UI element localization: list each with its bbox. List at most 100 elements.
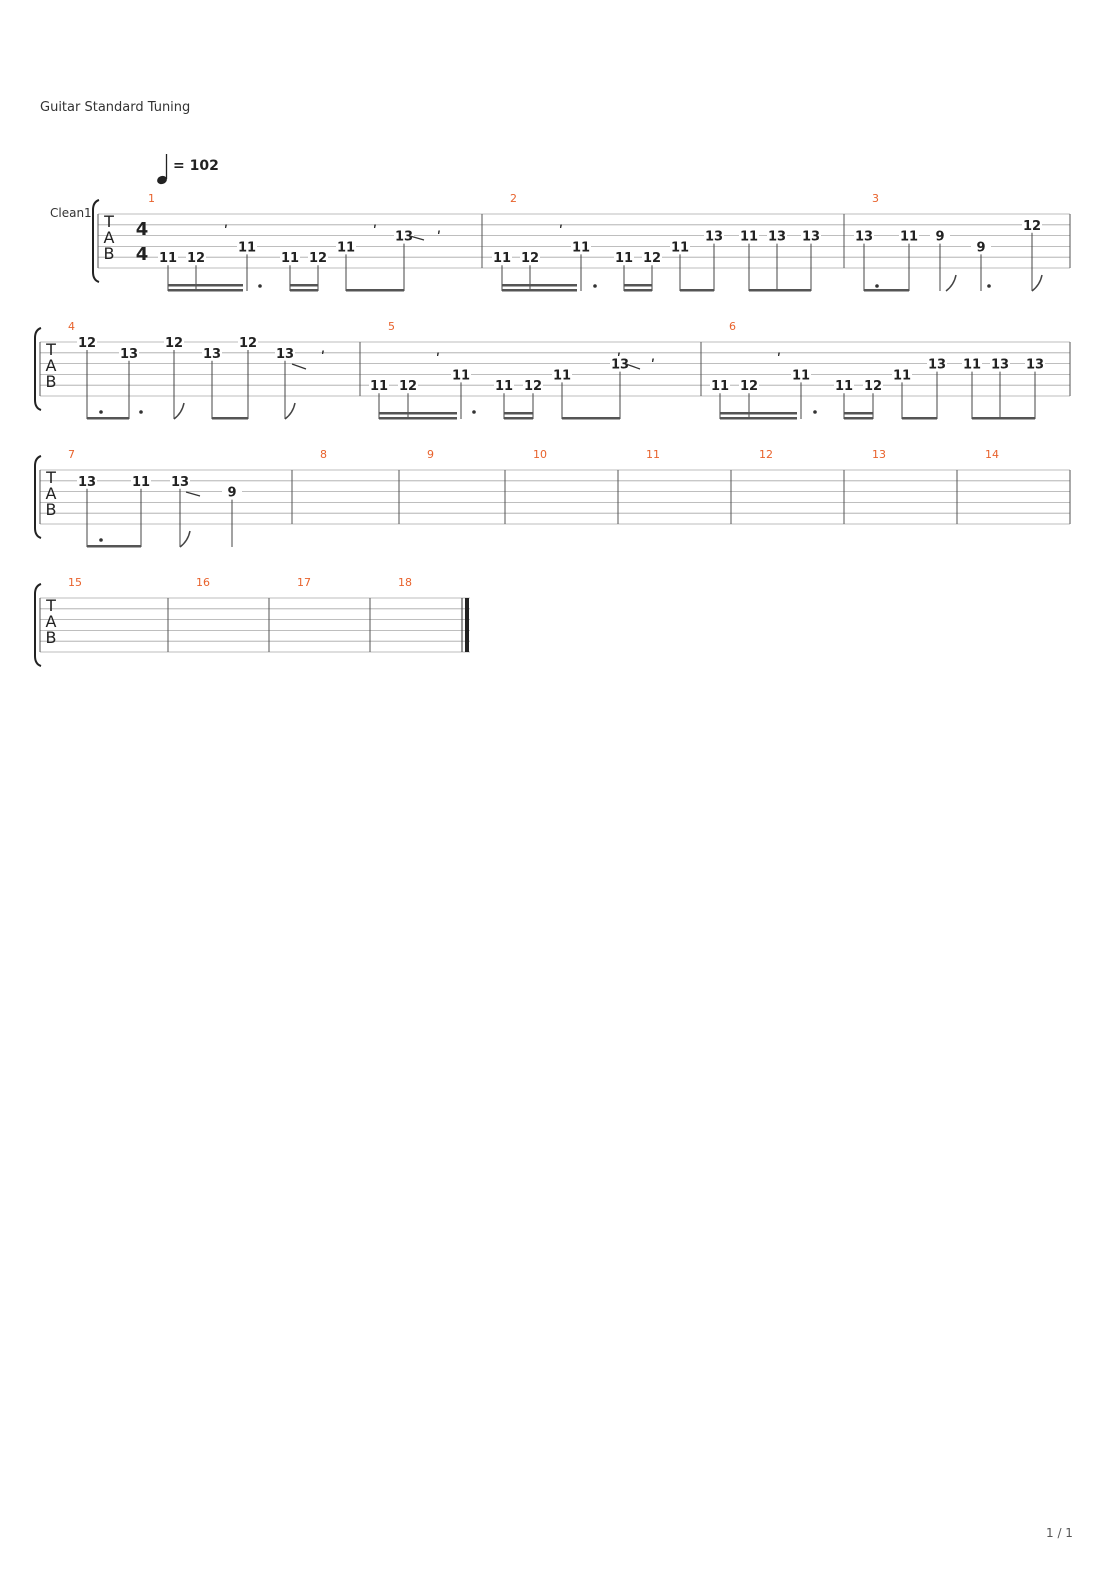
- fret-background: [704, 228, 724, 242]
- fret-number: 12: [239, 336, 257, 351]
- fret-number: 13: [120, 347, 138, 362]
- measure-number: 14: [985, 448, 999, 461]
- fret-number: 11: [132, 475, 150, 490]
- fret-background: [791, 367, 811, 381]
- measure-number: 15: [68, 576, 82, 589]
- fret-number: 13: [855, 230, 873, 245]
- rest-symbol: ʹ: [436, 352, 440, 368]
- fret-number: 13: [395, 230, 413, 245]
- fret-background: [930, 228, 950, 242]
- fret-background: [369, 378, 389, 392]
- fret-background: [834, 378, 854, 392]
- fret-background: [238, 335, 258, 348]
- fret-background: [863, 378, 883, 392]
- measure-number: 8: [320, 448, 327, 461]
- measure-number: 9: [427, 448, 434, 461]
- fret-background: [1022, 217, 1042, 231]
- fret-number: 13: [276, 347, 294, 362]
- fret-number: 11: [792, 368, 810, 383]
- beam: [562, 417, 620, 420]
- fret-background: [610, 356, 630, 370]
- fret-background: [280, 250, 300, 264]
- fret-number: 12: [165, 336, 183, 351]
- beam: [902, 417, 937, 420]
- note-flag: [173, 402, 185, 420]
- measure-number: 1: [148, 192, 155, 205]
- fret-number: 12: [78, 336, 96, 351]
- beam: [844, 412, 873, 415]
- rhythm-dot: [813, 410, 817, 414]
- slide-mark: [409, 235, 425, 241]
- fret-number: 11: [671, 240, 689, 255]
- fret-number: 13: [1026, 358, 1044, 373]
- fret-background: [854, 228, 874, 242]
- fret-background: [275, 345, 295, 359]
- rest-symbol: ʹ: [437, 230, 441, 246]
- fret-background: [642, 250, 662, 264]
- beam: [504, 417, 533, 420]
- time-signature-top: 4: [136, 219, 149, 240]
- rhythm-dot: [258, 284, 262, 288]
- page-number: 1 / 1: [1046, 1526, 1073, 1540]
- rhythm-dot: [472, 410, 476, 414]
- fret-background: [492, 250, 512, 264]
- measure-number: 13: [872, 448, 886, 461]
- fret-background: [336, 239, 356, 253]
- measure-number: 5: [388, 320, 395, 333]
- fret-background: [170, 473, 190, 487]
- fret-number: 12: [524, 379, 542, 394]
- track-name: Clean1: [50, 206, 92, 220]
- fret-background: [801, 228, 821, 242]
- fret-background: [186, 250, 206, 264]
- fret-number: 11: [900, 230, 918, 245]
- rhythm-dot: [99, 410, 103, 414]
- fret-background: [494, 378, 514, 392]
- fret-background: [237, 239, 257, 253]
- beam: [972, 417, 1035, 420]
- tab-clef-letter: A: [46, 356, 57, 375]
- fret-background: [158, 250, 178, 264]
- fret-number: 11: [238, 240, 256, 255]
- fret-number: 12: [740, 379, 758, 394]
- fret-number: 11: [553, 368, 571, 383]
- rhythm-dot: [875, 284, 879, 288]
- tuning-label: Guitar Standard Tuning: [40, 100, 191, 115]
- fret-background: [222, 484, 242, 498]
- rest-symbol: ʹ: [321, 350, 325, 366]
- note-flag: [945, 274, 957, 292]
- beam: [624, 284, 652, 287]
- note-flag: [1031, 274, 1043, 292]
- rest-symbol: ʹ: [373, 224, 377, 240]
- fret-background: [962, 356, 982, 370]
- fret-number: 11: [835, 379, 853, 394]
- quarter-note-icon: [157, 175, 167, 185]
- tab-clef-letter: B: [46, 372, 57, 391]
- fret-number: 13: [611, 358, 629, 373]
- fret-background: [552, 367, 572, 381]
- fret-background: [131, 473, 151, 487]
- beam: [379, 412, 457, 415]
- fret-number: 13: [991, 358, 1009, 373]
- tab-clef-letter: A: [46, 612, 57, 631]
- fret-background: [927, 356, 947, 370]
- beam: [680, 289, 714, 292]
- beam: [749, 289, 811, 292]
- measure-number: 16: [196, 576, 210, 589]
- fret-number: 9: [976, 240, 985, 255]
- fret-background: [308, 250, 328, 264]
- fret-background: [990, 356, 1010, 370]
- fret-background: [899, 228, 919, 242]
- fret-number: 13: [802, 230, 820, 245]
- fret-number: 13: [171, 475, 189, 490]
- fret-number: 13: [705, 230, 723, 245]
- fret-number: 11: [495, 379, 513, 394]
- measure-number: 12: [759, 448, 773, 461]
- fret-number: 11: [370, 379, 388, 394]
- tab-clef-letter: T: [45, 596, 56, 615]
- fret-background: [670, 239, 690, 253]
- rest-symbol: ʹ: [617, 352, 621, 368]
- fret-background: [739, 228, 759, 242]
- measure-number: 6: [729, 320, 736, 333]
- tab-clef-letter: T: [45, 468, 56, 487]
- rhythm-dot: [99, 538, 103, 542]
